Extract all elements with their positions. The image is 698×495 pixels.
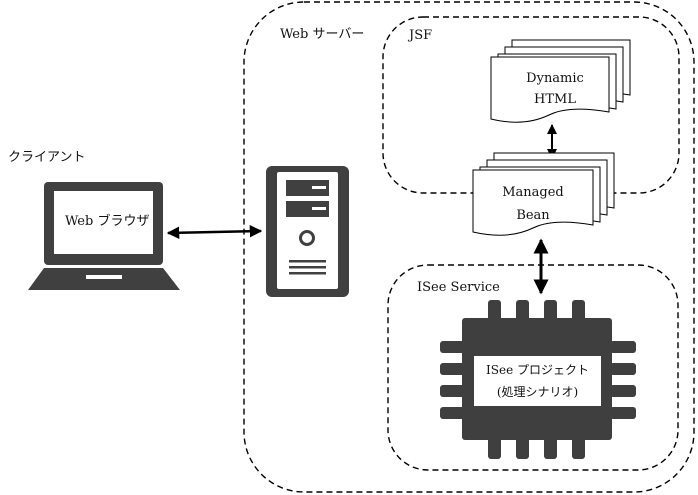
isee-service-region	[387, 264, 679, 471]
managed-bean-label-line1: Managed	[502, 185, 564, 200]
server-icon	[266, 166, 349, 297]
web-server-region	[243, 1, 695, 493]
browser-label: Web ブラウザ	[65, 214, 150, 229]
jsf-label: JSF	[409, 28, 433, 43]
isee-service-label: ISee Service	[417, 280, 500, 295]
chip-label-line1: ISee プロジェクト	[486, 363, 589, 377]
dynamic-html-label-line1: Dynamic	[526, 71, 584, 86]
browser-server-arrow	[166, 224, 263, 240]
web-server-label: Web サーバー	[280, 27, 365, 42]
dynamic-html-label-line2: HTML	[534, 92, 576, 107]
dynamic-html-document-stack	[490, 39, 631, 123]
managed-bean-document-stack	[472, 152, 615, 236]
client-label: クライアント	[8, 150, 86, 165]
chip-icon	[440, 300, 636, 459]
chip-label-line2: (処理シナリオ)	[496, 385, 579, 399]
laptop-icon	[28, 182, 180, 290]
managed-bean-label-line2: Bean	[516, 208, 550, 223]
